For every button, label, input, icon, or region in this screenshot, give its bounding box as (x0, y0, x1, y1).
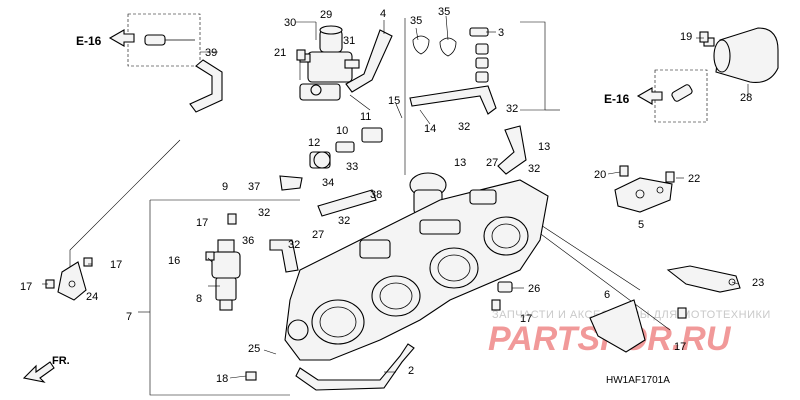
callout[interactable]: 35 (410, 15, 422, 27)
callout[interactable]: 19 (680, 31, 692, 43)
callout[interactable]: 13 (454, 157, 466, 169)
check-valve-stack (475, 43, 489, 83)
callout[interactable]: 17 (674, 341, 686, 353)
callout[interactable]: 24 (86, 291, 98, 303)
callout[interactable]: 17 (20, 281, 32, 293)
callout[interactable]: 3 (498, 27, 504, 39)
callout[interactable]: 30 (284, 17, 296, 29)
hose-2 (295, 343, 415, 391)
fuel-filter-28 (703, 27, 779, 83)
clamps-35 (412, 27, 489, 57)
callout[interactable]: 8 (196, 293, 202, 305)
e16-right-box: E-16 (604, 69, 708, 123)
hose-37 (279, 175, 303, 191)
callout[interactable]: 32 (258, 207, 270, 219)
leader-lines (42, 15, 749, 379)
bracket-24 (57, 261, 87, 301)
throttle-body (284, 179, 549, 361)
callout[interactable]: 23 (752, 277, 764, 289)
bracket-5 (614, 177, 673, 213)
hose-36 (269, 239, 299, 273)
callout[interactable]: 33 (346, 161, 358, 173)
callout[interactable]: 26 (528, 283, 540, 295)
callout[interactable]: 27 (486, 157, 498, 169)
callout[interactable]: 17 (196, 217, 208, 229)
hose-14 (409, 85, 497, 115)
callout[interactable]: 16 (168, 255, 180, 267)
solenoid-valve-assembly (299, 25, 360, 101)
callout[interactable]: 32 (288, 239, 300, 251)
callout[interactable]: 17 (110, 259, 122, 271)
injector-8 (211, 239, 241, 311)
callout[interactable]: 38 (370, 189, 382, 201)
callout[interactable]: 22 (688, 173, 700, 185)
callout[interactable]: 6 (604, 289, 610, 301)
front-direction-label: FR. (52, 355, 70, 367)
hose-38 (317, 189, 377, 217)
callout[interactable]: 2 (408, 365, 414, 377)
callout[interactable]: 9 (222, 181, 228, 193)
callout[interactable]: 7 (126, 311, 132, 323)
callout[interactable]: 32 (528, 163, 540, 175)
diagram-code: HW1AF1701A (606, 375, 670, 386)
hose-4 (345, 29, 393, 93)
callout[interactable]: 32 (458, 121, 470, 133)
callout[interactable]: 28 (740, 92, 752, 104)
e16-right-label[interactable]: E-16 (604, 92, 630, 106)
callout[interactable]: 35 (438, 6, 450, 18)
bracket-23 (666, 265, 741, 293)
callout[interactable]: 20 (594, 169, 606, 181)
pressure-regulator (409, 172, 447, 215)
callout[interactable]: 18 (216, 373, 228, 385)
hose-13 (497, 125, 527, 175)
callout[interactable]: 13 (538, 141, 550, 153)
callout[interactable]: 21 (274, 47, 286, 59)
callout[interactable]: 4 (380, 8, 386, 20)
callout[interactable]: 34 (322, 177, 334, 189)
callout[interactable]: 39 (205, 47, 217, 59)
callout[interactable]: 10 (336, 125, 348, 137)
callout[interactable]: 11 (360, 111, 371, 123)
bracket-6 (589, 299, 646, 353)
e16-left-box: E-16 (76, 13, 201, 67)
callout[interactable]: 32 (506, 103, 518, 115)
callout[interactable]: 29 (320, 9, 332, 21)
callout[interactable]: 25 (248, 343, 260, 355)
callout[interactable]: 5 (638, 219, 644, 231)
callout[interactable]: 37 (248, 181, 260, 193)
callout[interactable]: 12 (308, 137, 320, 149)
callout[interactable]: 14 (424, 123, 436, 135)
callout[interactable]: 15 (388, 95, 400, 107)
callout[interactable]: 17 (520, 313, 532, 325)
front-direction-indicator: FR. (22, 355, 70, 383)
callout[interactable]: 27 (312, 229, 324, 241)
sensor-group (309, 127, 383, 169)
callout[interactable]: 36 (242, 235, 254, 247)
callout-numbers: 30 29 31 4 35 35 3 39 21 19 28 11 10 12 … (20, 6, 764, 385)
callout[interactable]: 32 (338, 215, 350, 227)
callout[interactable]: 31 (343, 35, 355, 47)
hose-39 (189, 59, 223, 113)
e16-left-label[interactable]: E-16 (76, 34, 102, 48)
